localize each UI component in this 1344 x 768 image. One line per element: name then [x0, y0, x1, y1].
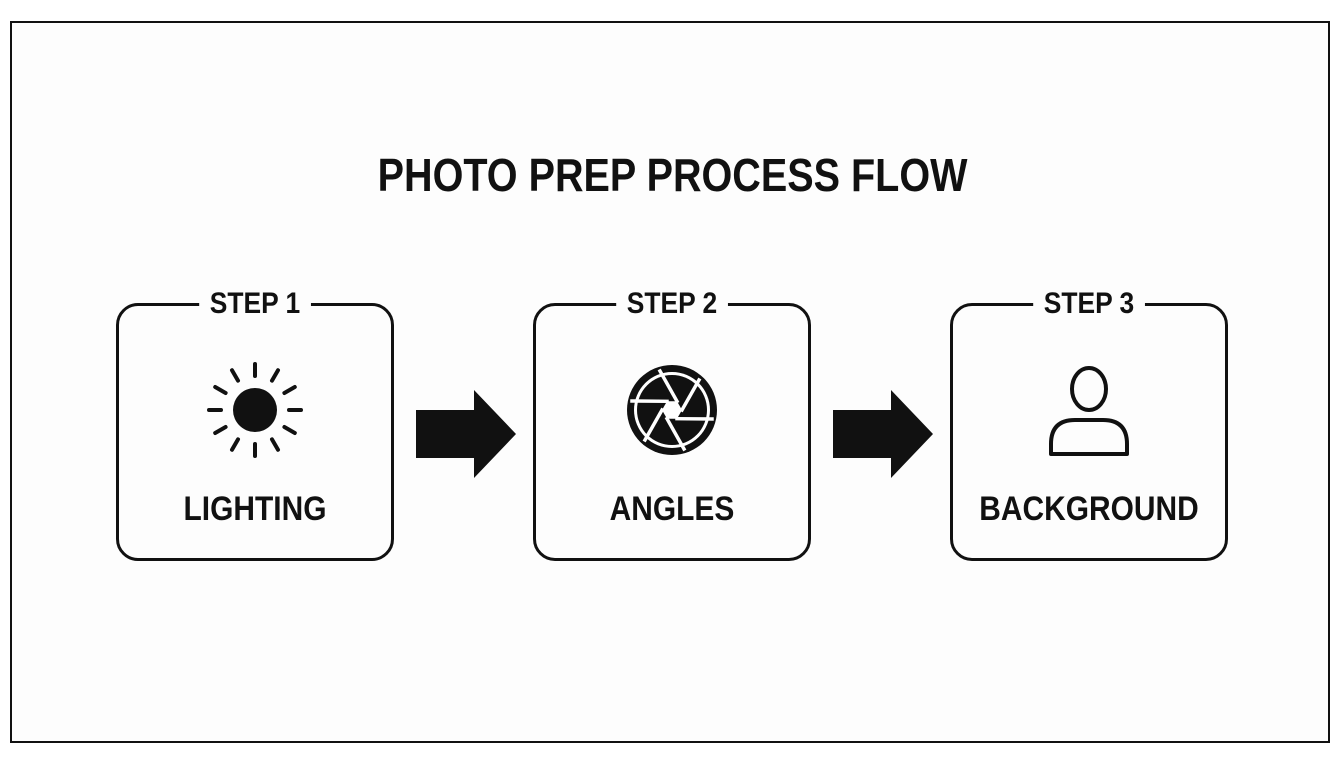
- step-2-label: STEP 2: [616, 285, 728, 323]
- arrow-right-icon: [416, 390, 516, 478]
- camera-aperture-icon: [627, 365, 717, 455]
- step-3-box: STEP 3 BACKGROUND: [950, 285, 1228, 561]
- arrow-right-icon: [833, 390, 933, 478]
- step-1-label: STEP 1: [199, 285, 311, 323]
- step-3-name: BACKGROUND: [979, 490, 1199, 528]
- step-1-box: STEP 1 LIGHTING: [116, 285, 394, 561]
- step-2-box: STEP 2 ANGLES: [533, 285, 811, 561]
- sun-icon: [207, 362, 303, 458]
- step-3-label: STEP 3: [1033, 285, 1145, 323]
- step-1-name: LIGHTING: [183, 490, 327, 528]
- person-icon: [1049, 366, 1129, 456]
- step-2-name: ANGLES: [609, 490, 735, 528]
- diagram-title: PHOTO PREP PROCESS FLOW: [377, 149, 968, 201]
